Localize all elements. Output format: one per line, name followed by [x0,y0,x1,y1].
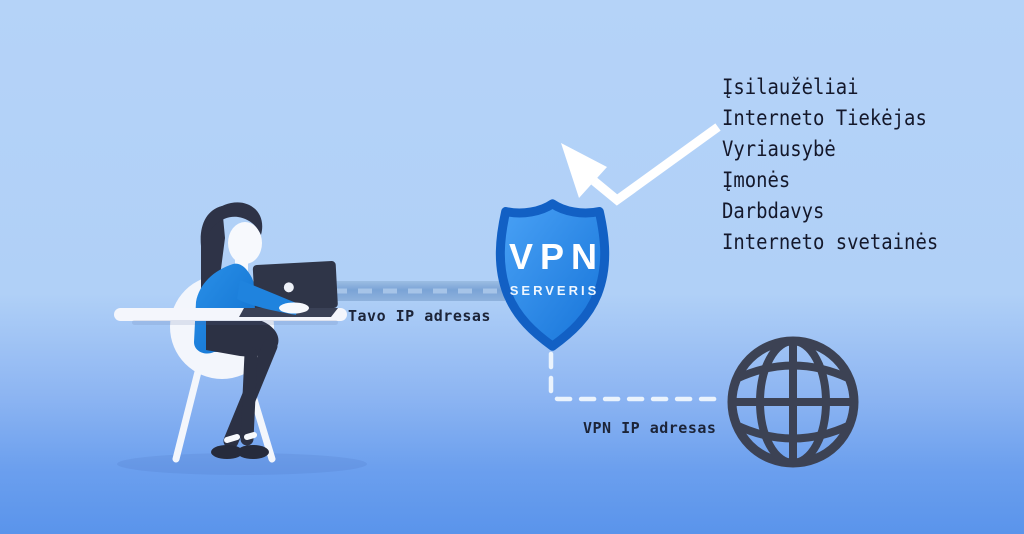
threat-list-item: Vyriausybė [722,137,836,161]
threat-list-item: Interneto Tiekėjas [722,106,927,130]
deflected-arrow-icon [561,123,721,206]
threat-list-item: Interneto svetainės [722,230,939,254]
shield-icon [495,199,610,351]
hair-top [202,202,263,246]
leg-back [240,347,258,446]
threat-list-item: Įsilaužėliai [722,75,859,99]
threat-list-item: Darbdavys [722,199,825,223]
laptop-logo-dot [283,282,294,293]
user-connection-bar [325,281,505,301]
pants-lap [206,318,279,357]
vpn-shield-title: VPN [508,236,605,277]
person-at-laptop-illustration [194,202,279,459]
user-ip-label: Tavo IP adresas [348,307,491,325]
threat-list-item: Įmonės [722,168,791,192]
vpn-ip-label: VPN IP adresas [583,419,717,437]
vpn-connection-dashed-line [548,351,727,402]
sock [224,434,240,443]
sock [244,432,257,440]
globe-icon [727,336,859,468]
vpn-shield-subtitle: SERVERIS [509,283,600,298]
shoe [211,445,243,459]
shoe [237,445,269,459]
arm-and-hands [237,280,309,315]
face [228,222,262,264]
threat-list: Įsilaužėliai Interneto Tiekėjas Vyriausy… [722,72,938,258]
